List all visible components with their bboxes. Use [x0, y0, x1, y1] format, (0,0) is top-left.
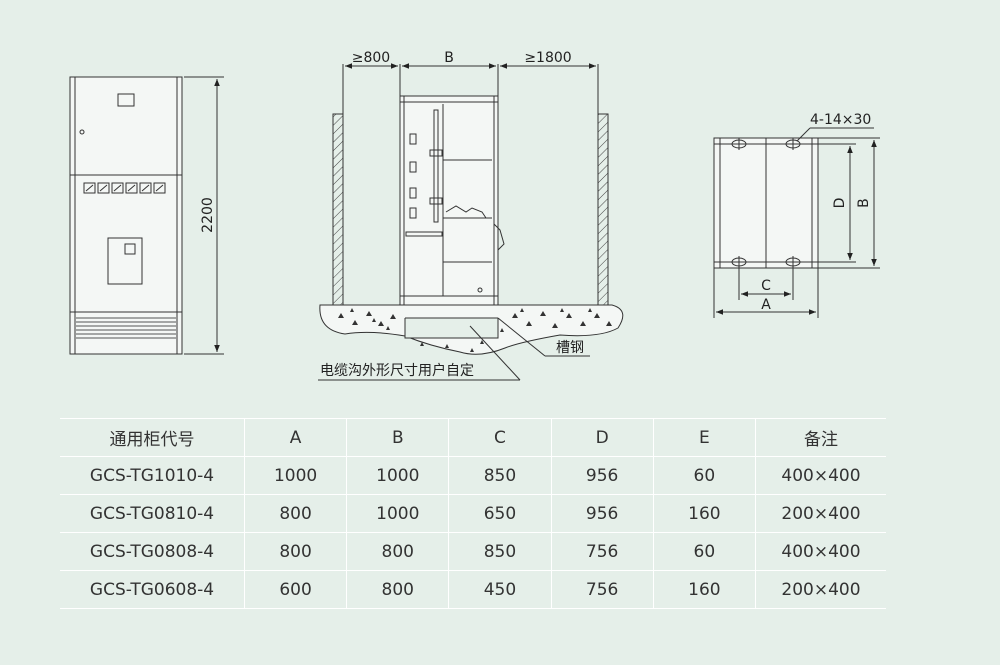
cell-code: GCS-TG1010-4: [60, 456, 245, 495]
cell-e: 60: [652, 532, 756, 571]
cell-c: 650: [448, 494, 552, 533]
cell-a: 1000: [243, 456, 347, 495]
cell-e: 160: [652, 570, 756, 609]
switch-row: [83, 182, 166, 194]
channel-steel-label: 槽钢: [556, 340, 584, 356]
cell-d: 956: [550, 494, 654, 533]
cell-c: 450: [448, 570, 552, 609]
cell-d: 756: [550, 532, 654, 571]
left-wall: [332, 113, 344, 306]
cell-code: GCS-TG0810-4: [60, 494, 245, 533]
cell-remarks: 200×400: [755, 494, 886, 533]
cell-c: 850: [448, 456, 552, 495]
cell-d: 756: [550, 570, 654, 609]
plan-c-label: C: [761, 278, 771, 294]
inspection-window: [124, 243, 136, 255]
header-e: E: [652, 418, 756, 457]
mounting-holes: [728, 138, 804, 268]
table-row: GCS-TG0810-4 800 1000 650 956 160 200×40…: [60, 494, 886, 533]
left-clearance-label: ≥800: [352, 50, 390, 66]
cell-remarks: 400×400: [755, 456, 886, 495]
cabinet-section-outline: [399, 95, 499, 306]
cell-b: 1000: [346, 494, 449, 533]
table-row: GCS-TG1010-4 1000 1000 850 956 60 400×40…: [60, 456, 886, 495]
cell-a: 800: [243, 532, 347, 571]
cable-trench: [404, 318, 499, 339]
cell-d: 956: [550, 456, 654, 495]
header-a: A: [243, 418, 347, 457]
right-clearance-label: ≥1800: [524, 50, 571, 66]
header-b: B: [346, 418, 449, 457]
cell-b: 800: [346, 532, 449, 571]
cell-code: GCS-TG0608-4: [60, 570, 245, 609]
plan-b-label: B: [856, 198, 872, 208]
table-header-row: 通用柜代号 A B C D E 备注: [60, 418, 886, 457]
plan-view: [713, 127, 880, 318]
cabinet-internal: [405, 104, 505, 296]
technical-drawing: 2200: [69, 50, 880, 381]
right-wall: [597, 113, 609, 306]
header-d: D: [550, 418, 654, 457]
meter-window: [117, 93, 135, 107]
cell-remarks: 200×400: [755, 570, 886, 609]
table-row: GCS-TG0608-4 600 800 450 756 160 200×400: [60, 570, 886, 609]
plan-d-label: D: [832, 198, 848, 209]
cell-c: 850: [448, 532, 552, 571]
plan-a-label: A: [761, 297, 771, 313]
cell-remarks: 400×400: [755, 532, 886, 571]
height-label: 2200: [200, 197, 216, 233]
table-row: GCS-TG0808-4 800 800 850 756 60 400×400: [60, 532, 886, 571]
cell-a: 600: [243, 570, 347, 609]
holes-label: 4-14×30: [810, 112, 871, 128]
cabinet-width-label: B: [444, 50, 454, 66]
header-remarks: 备注: [755, 418, 886, 457]
front-view: [69, 76, 224, 355]
cell-b: 1000: [346, 456, 449, 495]
cell-code: GCS-TG0808-4: [60, 532, 245, 571]
vent-grille: [76, 317, 176, 339]
header-cabinet-code: 通用柜代号: [60, 418, 245, 457]
header-c: C: [448, 418, 552, 457]
cell-b: 800: [346, 570, 449, 609]
section-view: [318, 63, 624, 381]
cell-a: 800: [243, 494, 347, 533]
inspection-panel: [107, 237, 143, 285]
spec-table: 通用柜代号 A B C D E 备注 GCS-TG1010-4 1000 100…: [60, 418, 886, 609]
cell-e: 60: [652, 456, 756, 495]
door-lock: [79, 129, 85, 135]
trench-note: 电缆沟外形尺寸用户自定: [320, 362, 474, 379]
trench-leader: [469, 325, 521, 381]
cabinet-front-outline: [69, 76, 183, 355]
channel-leader: [497, 317, 546, 357]
cell-e: 160: [652, 494, 756, 533]
